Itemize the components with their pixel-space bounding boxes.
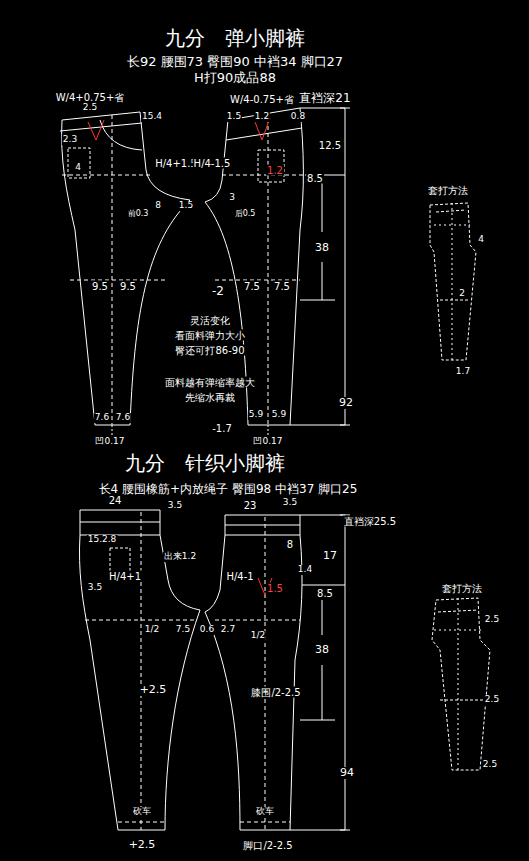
dimension-label: W/4+0.75+省 bbox=[55, 92, 126, 103]
dimension-label: 1.5 bbox=[226, 112, 242, 122]
dimension-label: 2.3 bbox=[62, 135, 78, 145]
dimension-label: 膝围/2-2.5 bbox=[250, 687, 301, 698]
dimension-label: 看面料弹力大小 bbox=[174, 330, 246, 341]
dimension-label: 7.5 bbox=[175, 625, 191, 635]
dimension-label: 长92 腰围73 臀围90 中裆34 脚口27 bbox=[126, 55, 344, 69]
dimension-label: 1.4 bbox=[297, 565, 313, 575]
dimension-label: 面料越有弹缩率越大 bbox=[164, 377, 256, 388]
dimension-label: 凹0.17 bbox=[252, 437, 283, 447]
dimension-label: 38 bbox=[314, 644, 330, 656]
dimension-label: 臀还可打86-90 bbox=[174, 345, 245, 356]
dimension-label: 3 bbox=[228, 193, 236, 203]
dimension-label: 1.5 bbox=[266, 583, 284, 594]
dimension-label: 94 bbox=[339, 767, 355, 779]
dimension-label: H/4-1.5 bbox=[193, 158, 232, 169]
dimension-label: 2.5 bbox=[82, 103, 98, 113]
dimension-label: 先缩水再裁 bbox=[184, 392, 236, 403]
dimension-label: 0.6 bbox=[199, 625, 215, 635]
dimension-label: 前0.3 bbox=[127, 210, 150, 219]
dimension-label: 脚口/2-2.5 bbox=[242, 840, 293, 851]
dimension-label: 5.9 bbox=[248, 410, 264, 420]
dimension-label: H/4-1 bbox=[225, 571, 254, 582]
dimension-label: 8 bbox=[154, 201, 162, 211]
dimension-label: W/4-0.75+省 bbox=[229, 94, 295, 105]
dimension-label: 4 bbox=[477, 235, 485, 245]
dimension-label: -1.7 bbox=[211, 423, 233, 434]
dimension-label: H/4+1.5 bbox=[154, 158, 198, 169]
dimension-label: 3.5 bbox=[87, 583, 103, 593]
pattern-title: 九分 弹小脚裤 bbox=[164, 27, 306, 49]
dimension-label: 7.5 bbox=[273, 281, 291, 292]
dimension-label: 2.5 bbox=[484, 695, 500, 705]
dimension-label: 2.5 bbox=[484, 615, 500, 625]
dimension-label: 7.6 bbox=[94, 413, 110, 423]
dimension-label: 套打方法 bbox=[427, 185, 469, 196]
dimension-label: 九分 针织小脚裤 bbox=[124, 452, 286, 474]
dimension-label: 凹0.17 bbox=[94, 437, 125, 447]
dimension-label: 15.4 bbox=[141, 112, 163, 122]
dimension-label: 1.7 bbox=[455, 367, 471, 377]
dimension-label: 灵活变化 bbox=[189, 315, 231, 326]
dimension-label: 4 bbox=[74, 163, 82, 173]
dimension-label: -2 bbox=[211, 285, 225, 298]
dimension-label: 2 bbox=[458, 289, 466, 299]
dimension-label: 0.8 bbox=[290, 112, 306, 122]
dimension-label: 7.5 bbox=[243, 281, 261, 292]
dimension-label: 3.5 bbox=[167, 501, 183, 511]
dimension-label: 1.5 bbox=[178, 201, 194, 211]
dimension-label: 1.2 bbox=[254, 112, 270, 122]
dimension-label: 砍车 bbox=[255, 807, 275, 817]
dimension-label: 92 bbox=[338, 397, 354, 409]
dimension-label: 7.6 bbox=[115, 413, 131, 423]
dimension-label: 24 bbox=[108, 495, 123, 506]
dimension-label: 1.2 bbox=[266, 165, 284, 176]
dimension-label: 23 bbox=[243, 500, 258, 511]
dimension-label: 5.9 bbox=[271, 410, 287, 420]
dimension-label: 出来1.2 bbox=[163, 552, 197, 562]
dimension-label: 9.5 bbox=[91, 281, 109, 292]
dimension-label: 8.5 bbox=[306, 173, 324, 184]
dimension-label: +2.5 bbox=[128, 839, 157, 851]
dimension-label: 长4 腰围橡筋+内放绳子 臀围98 中裆37 脚口25 bbox=[98, 483, 359, 496]
dimension-label: 2.5 bbox=[482, 760, 498, 770]
dimension-label: 38 bbox=[314, 242, 330, 254]
dimension-label: 17 bbox=[322, 550, 338, 562]
dimension-label: 2.7 bbox=[220, 625, 236, 635]
dimension-label: 直裆深25.5 bbox=[343, 516, 397, 527]
dimension-label: 1/2 bbox=[144, 625, 160, 635]
dimension-label: 8.5 bbox=[316, 588, 334, 599]
dimension-label: H打90成品88 bbox=[193, 71, 277, 85]
dimension-label: 砍车 bbox=[132, 807, 152, 817]
dimension-label: 15.2.8 bbox=[87, 535, 118, 545]
dimension-label: 9.5 bbox=[119, 281, 137, 292]
dimension-label: 8 bbox=[286, 539, 294, 550]
dimension-label: 套打方法 bbox=[441, 583, 483, 594]
dimension-label: 后0.5 bbox=[234, 210, 257, 219]
dimension-label: 直裆深21 bbox=[298, 92, 351, 105]
dimension-label: 1/2 bbox=[250, 631, 266, 641]
dimension-label: +2.5 bbox=[139, 684, 168, 696]
dimension-label: H/4+1 bbox=[108, 571, 142, 582]
dimension-label: 12.5 bbox=[318, 140, 342, 151]
dimension-label: 3.5 bbox=[282, 498, 298, 508]
